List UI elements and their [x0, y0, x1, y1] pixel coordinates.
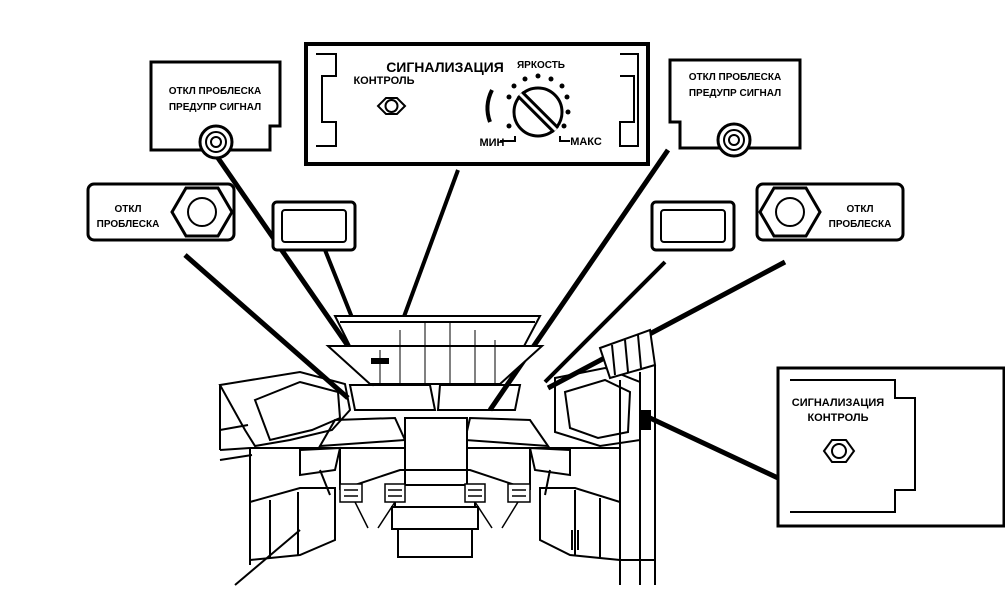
flash-off-switch[interactable] [758, 186, 822, 238]
brightness-knob[interactable] [512, 86, 564, 138]
panel-line2: ПРОБЛЕСКА [829, 219, 892, 230]
left-warning-flash-panel: ОТКЛ ПРОБЛЕСКА ПРЕДУПР СИГНАЛ [149, 60, 282, 160]
panel-line1: ОТКЛ ПРОБЛЕСКА [689, 72, 781, 83]
right-warning-flash-panel: ОТКЛ ПРОБЛЕСКА ПРЕДУПР СИГНАЛ [668, 58, 802, 158]
panel-line2: ПРОБЛЕСКА [97, 219, 160, 230]
left-warning-light [271, 200, 357, 252]
warning-flash-switch[interactable] [198, 124, 234, 160]
warning-flash-switch[interactable] [716, 122, 752, 158]
control-label: КОНТРОЛЬ [353, 75, 414, 87]
center-signal-panel: СИГНАЛИЗАЦИЯ ЯРКОСТЬ КОНТРОЛЬ МИ [304, 42, 650, 166]
left-flash-panel: ОТКЛ ПРОБЛЕСКА [86, 182, 236, 242]
panel-line2: ПРЕДУПР СИГНАЛ [169, 102, 261, 113]
flash-off-switch[interactable] [170, 186, 234, 238]
panel-line1: ОТКЛ ПРОБЛЕСКА [169, 86, 261, 97]
panel-title: СИГНАЛИЗАЦИЯ [386, 59, 504, 75]
right-warning-light [650, 200, 736, 252]
side-signal-test-panel: СИГНАЛИЗАЦИЯ КОНТРОЛЬ [776, 366, 1005, 528]
right-flash-panel: ОТКЛ ПРОБЛЕСКА [755, 182, 905, 242]
panel-line1: СИГНАЛИЗАЦИЯ [792, 397, 885, 409]
test-button[interactable] [376, 97, 407, 115]
panel-line1: ОТКЛ [114, 204, 141, 215]
max-label: МАКС [570, 136, 602, 148]
panel-line2: ПРЕДУПР СИГНАЛ [689, 88, 781, 99]
signal-test-button[interactable] [822, 439, 856, 463]
panel-line2: КОНТРОЛЬ [807, 412, 868, 424]
brightness-label: ЯРКОСТЬ [517, 60, 565, 71]
min-label: МИН [479, 137, 504, 149]
panel-line1: ОТКЛ [846, 204, 873, 215]
leader-lines [183, 148, 787, 481]
cockpit-illustration [218, 315, 657, 586]
brightness-scale [485, 73, 571, 142]
